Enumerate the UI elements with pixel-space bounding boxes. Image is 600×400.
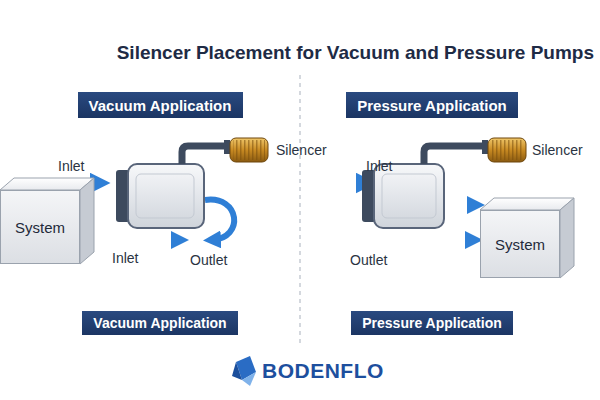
system-box: System xyxy=(0,190,80,264)
divider xyxy=(299,75,300,345)
flow-label: Inlet xyxy=(366,158,392,174)
section-footer: Pressure Application xyxy=(351,311,513,335)
node-text: System xyxy=(15,219,65,236)
flow-label: Outlet xyxy=(350,252,387,268)
flow-label: Outlet xyxy=(190,252,227,268)
node-text: Pressure Application xyxy=(357,97,507,114)
brand-logo: BODENFLO xyxy=(262,359,384,383)
part-label: Silencer xyxy=(276,142,327,158)
part-label: Silencer xyxy=(532,142,583,158)
logo-icon xyxy=(232,356,256,386)
section-footer: Vacuum Application xyxy=(82,311,238,335)
diagram-title: Silencer Placement for Vacuum and Pressu… xyxy=(117,42,594,64)
section-header: Pressure Application xyxy=(346,92,518,118)
section-header: Vacuum Application xyxy=(78,92,243,118)
node-text: Pressure Application xyxy=(362,315,502,331)
flow-label: Inlet xyxy=(112,250,138,266)
node-text: Vacuum Application xyxy=(89,97,232,114)
system-box: System xyxy=(480,210,560,278)
node-text: Vacuum Application xyxy=(93,315,226,331)
node-text: System xyxy=(495,236,545,253)
flow-label: Inlet xyxy=(58,158,84,174)
